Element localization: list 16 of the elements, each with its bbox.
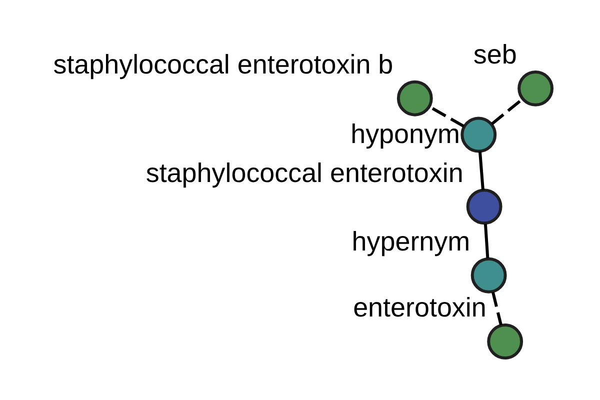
node-circle xyxy=(470,257,507,294)
node-circle xyxy=(466,188,502,225)
node-circle xyxy=(487,324,524,360)
connector xyxy=(490,98,524,126)
node-circle xyxy=(396,80,433,116)
connector xyxy=(478,151,484,190)
connector xyxy=(484,224,490,258)
node-circle xyxy=(460,116,497,153)
node-circle xyxy=(518,70,554,106)
node-label: staphylococcal enterotoxin xyxy=(146,158,464,188)
node-label: enterotoxin xyxy=(353,292,486,323)
node-label: seb xyxy=(473,40,517,70)
node-label: hypernym xyxy=(352,226,470,256)
connector xyxy=(491,292,502,326)
node-label: hyponym xyxy=(350,118,460,149)
node-label: staphylococcal enterotoxin b xyxy=(53,49,394,80)
